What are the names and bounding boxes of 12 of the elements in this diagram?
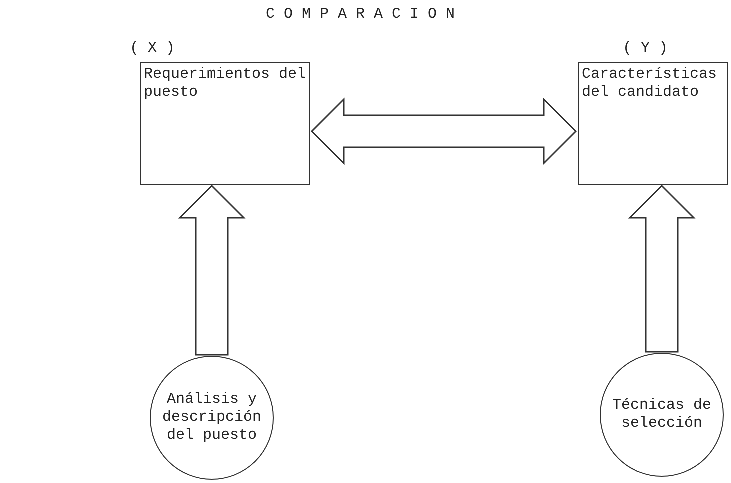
double-block-arrow: [310, 98, 578, 166]
node-text: Técnicas de selección: [611, 397, 713, 433]
process-box: [578, 62, 728, 185]
block-arrow: [178, 184, 246, 356]
node-text: Características del candidato: [582, 66, 718, 102]
node-text: Requerimientos del puesto: [144, 66, 307, 102]
node-text: Análisis y descripción del puesto: [161, 391, 263, 445]
variable-label: ( X ): [130, 40, 176, 57]
block-arrow: [628, 184, 696, 353]
process-box: [140, 62, 310, 185]
diagram-title: COMPARACION: [264, 6, 466, 23]
variable-label: ( Y ): [623, 40, 668, 57]
